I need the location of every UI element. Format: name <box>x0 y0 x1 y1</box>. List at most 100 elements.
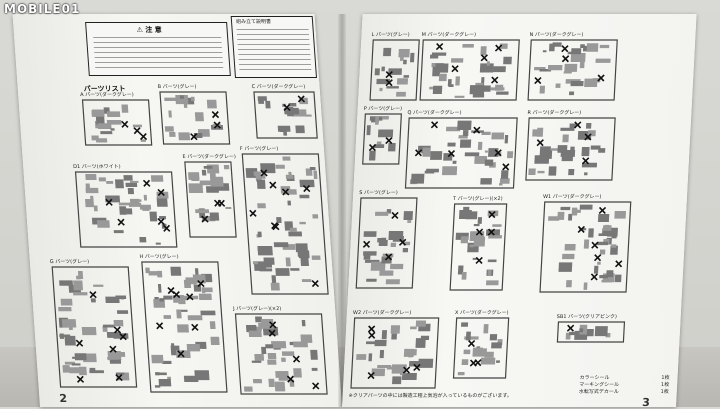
part-shape <box>597 261 601 265</box>
part-shape <box>267 352 277 360</box>
part-shape <box>379 350 385 359</box>
unused-part-mark <box>391 211 399 220</box>
part-shape <box>257 246 273 256</box>
part-shape <box>597 214 610 223</box>
part-shape <box>379 270 394 276</box>
part-shape <box>93 205 98 212</box>
unused-part-mark <box>281 188 290 196</box>
part-shape <box>586 43 599 52</box>
part-shape <box>271 275 277 284</box>
unused-part-mark <box>292 355 301 363</box>
unused-part-mark <box>155 322 164 330</box>
part-shape <box>243 386 253 392</box>
unused-part-mark <box>451 65 459 73</box>
part-shape <box>585 122 592 129</box>
runner-caption: S パーツ(グレー) <box>359 190 398 196</box>
clear-parts-footnote: ※クリアパーツの中には製造工程上気泡が入っているものがございます。 <box>348 393 512 399</box>
runner-drawing <box>527 39 618 101</box>
unused-part-mark <box>157 188 165 196</box>
unused-part-mark <box>269 181 277 189</box>
part-shape <box>571 53 576 58</box>
page-number-right: 3 <box>641 396 651 409</box>
part-shape <box>190 96 195 102</box>
part-shape <box>114 179 124 189</box>
unused-part-mark <box>494 149 502 157</box>
part-shape <box>69 367 83 374</box>
part-shape <box>381 330 388 340</box>
part-shape <box>568 213 573 221</box>
part-shape <box>447 142 456 147</box>
part-shape <box>542 50 547 53</box>
unused-part-mark <box>491 76 499 84</box>
part-shape <box>304 114 312 117</box>
part-shape <box>484 351 494 358</box>
part-shape <box>100 131 113 135</box>
unused-part-mark <box>474 359 482 367</box>
runner-drawing <box>350 317 440 389</box>
part-shape <box>568 168 575 176</box>
part-shape <box>483 324 489 334</box>
part-shape <box>579 328 584 333</box>
part-shape <box>313 170 318 179</box>
part-shape <box>85 183 90 189</box>
part-shape <box>254 353 265 361</box>
part-shape <box>256 179 266 189</box>
part-shape <box>113 230 124 234</box>
part-shape <box>300 257 309 266</box>
part-shape <box>390 325 401 334</box>
part-shape <box>601 279 612 283</box>
part-shape <box>596 241 609 246</box>
part-shape <box>176 324 189 333</box>
part-shape <box>225 206 232 209</box>
part-shape <box>309 167 316 171</box>
part-shape <box>209 171 216 179</box>
part-shape <box>116 310 129 314</box>
part-shape <box>548 166 557 176</box>
part-shape <box>611 244 617 248</box>
part-shape <box>151 354 164 364</box>
part-shape <box>172 294 185 303</box>
part-shape <box>557 145 568 153</box>
unused-part-mark <box>502 163 510 171</box>
part-shape <box>205 186 219 193</box>
unused-part-mark <box>162 224 171 232</box>
sticker-qty: 1枚 <box>660 382 670 388</box>
part-shape <box>285 257 291 267</box>
part-shape <box>491 342 502 349</box>
part-shape <box>539 149 546 157</box>
unused-part-mark <box>590 273 598 281</box>
part-shape <box>295 125 305 134</box>
runner-drawing <box>525 117 616 181</box>
part-shape <box>388 68 402 75</box>
runner-frame <box>556 321 626 343</box>
unused-part-mark <box>362 240 371 248</box>
part-shape <box>539 85 546 94</box>
part-shape <box>268 378 275 388</box>
part-shape <box>585 329 594 337</box>
part-shape <box>282 156 291 161</box>
unused-part-mark <box>475 228 484 236</box>
part-shape <box>62 365 71 373</box>
book-gutter <box>338 14 346 407</box>
part-shape <box>289 227 297 233</box>
part-shape <box>201 287 206 294</box>
part-shape <box>113 319 124 327</box>
part-shape <box>251 360 262 363</box>
unused-part-mark <box>121 120 129 128</box>
part-shape <box>206 99 214 105</box>
part-shape <box>58 306 72 312</box>
part-shape <box>431 52 447 56</box>
part-shape <box>61 319 77 328</box>
part-shape <box>555 83 561 88</box>
unused-part-mark <box>249 209 257 217</box>
unused-part-mark <box>402 366 411 374</box>
part-shape <box>263 257 275 265</box>
runner-h: H パーツ(グレー) <box>139 254 229 394</box>
part-shape <box>199 180 213 186</box>
runner-drawing <box>556 321 626 343</box>
part-shape <box>562 253 575 260</box>
part-shape <box>223 164 230 170</box>
runner-g: G パーツ(グレー) <box>50 259 139 389</box>
part-shape <box>169 131 176 137</box>
part-shape <box>584 78 598 88</box>
